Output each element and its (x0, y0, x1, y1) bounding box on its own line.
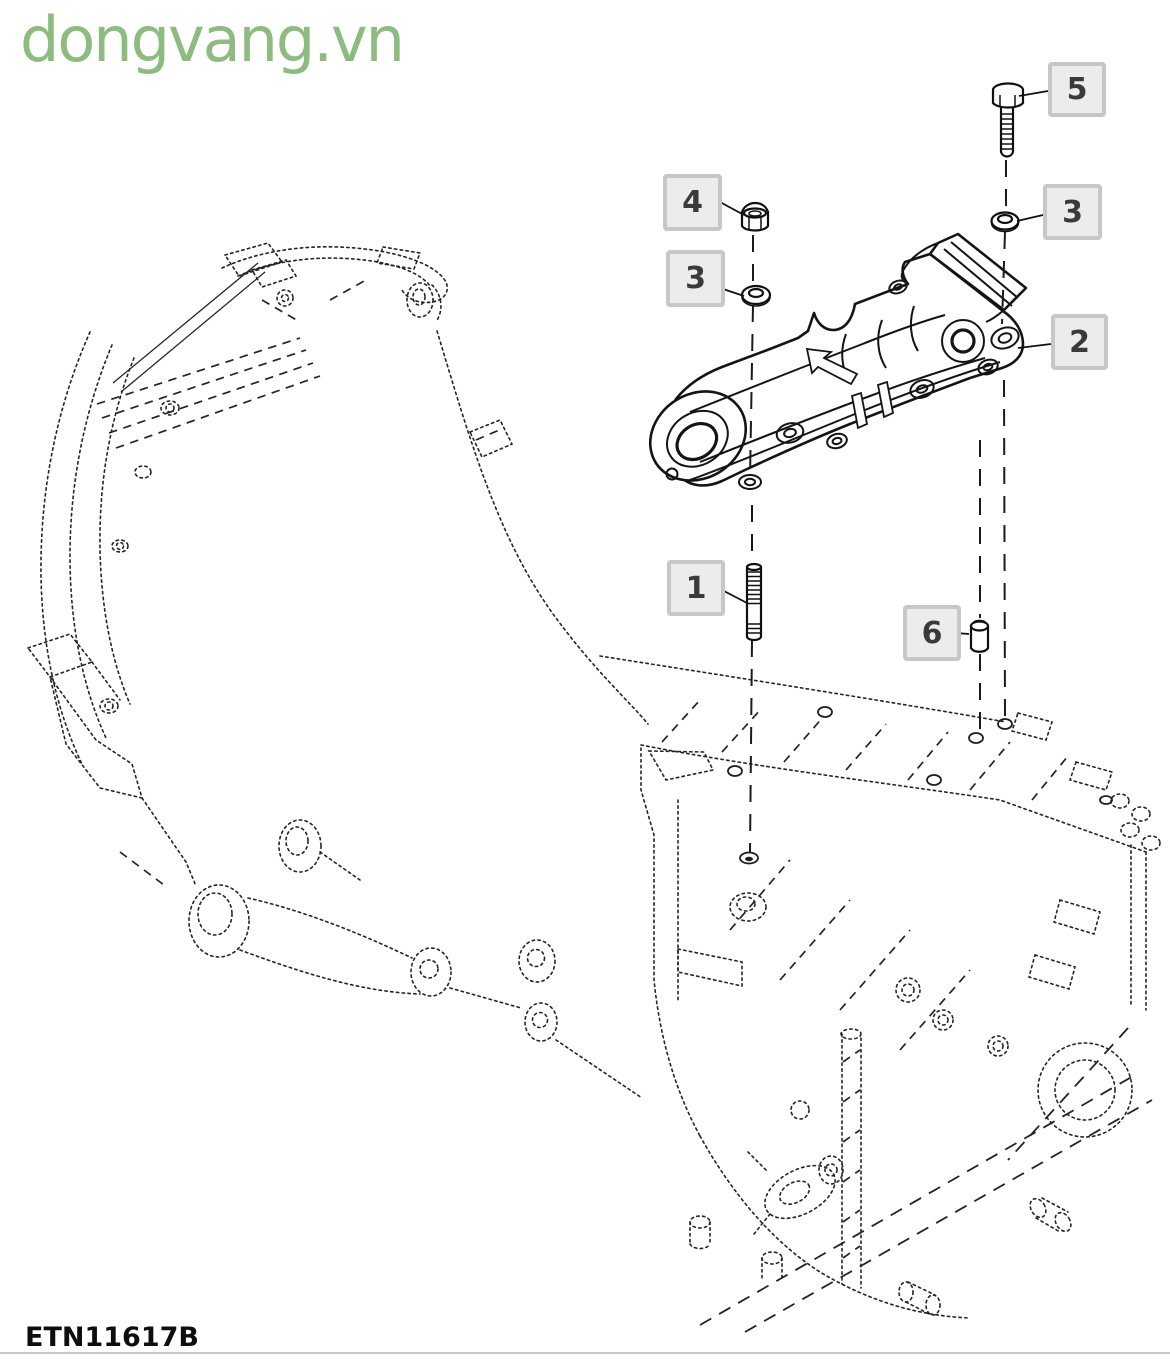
washer-left-part (740, 284, 772, 307)
callout-box-cap-screw[interactable]: 5 (1048, 62, 1106, 117)
callout-number: 4 (682, 185, 703, 220)
direction-arrow-icon (805, 347, 859, 386)
callout-box-stud[interactable]: 1 (667, 560, 725, 616)
bottom-rule (0, 1352, 1170, 1354)
cover-bore-boss (648, 390, 748, 482)
transmission-housing-outline (26, 242, 1161, 1333)
callout-box-lock-nut[interactable]: 4 (663, 174, 722, 231)
callout-box-dowel-pin[interactable]: 6 (903, 605, 961, 661)
callout-number: 3 (685, 261, 706, 296)
callout-number: 3 (1062, 194, 1083, 230)
watermark: dongvang.vn (20, 3, 405, 76)
callout-number: 6 (921, 615, 943, 651)
lock-nut-part (740, 201, 770, 232)
filler-neck-bracket (928, 232, 1028, 312)
callout-number: 5 (1066, 72, 1088, 107)
callout-box-rockshaft-cover[interactable]: 2 (1051, 314, 1108, 370)
rockshaft-cover-part (648, 232, 1028, 490)
washer-right-part (990, 211, 1020, 233)
stud-part (745, 562, 763, 642)
callout-number: 2 (1069, 324, 1090, 360)
leader-lines (719, 90, 1052, 635)
cap-screw-part (991, 82, 1025, 158)
callout-box-washer-left[interactable]: 3 (666, 250, 725, 307)
dowel-pin-part (969, 619, 990, 653)
figure-code: ETN11617B (25, 1322, 199, 1353)
callout-box-washer-right[interactable]: 3 (1043, 184, 1102, 240)
assembly-center-lines (749, 160, 1007, 853)
callout-number: 1 (685, 570, 707, 606)
fasteners (740, 82, 1025, 653)
